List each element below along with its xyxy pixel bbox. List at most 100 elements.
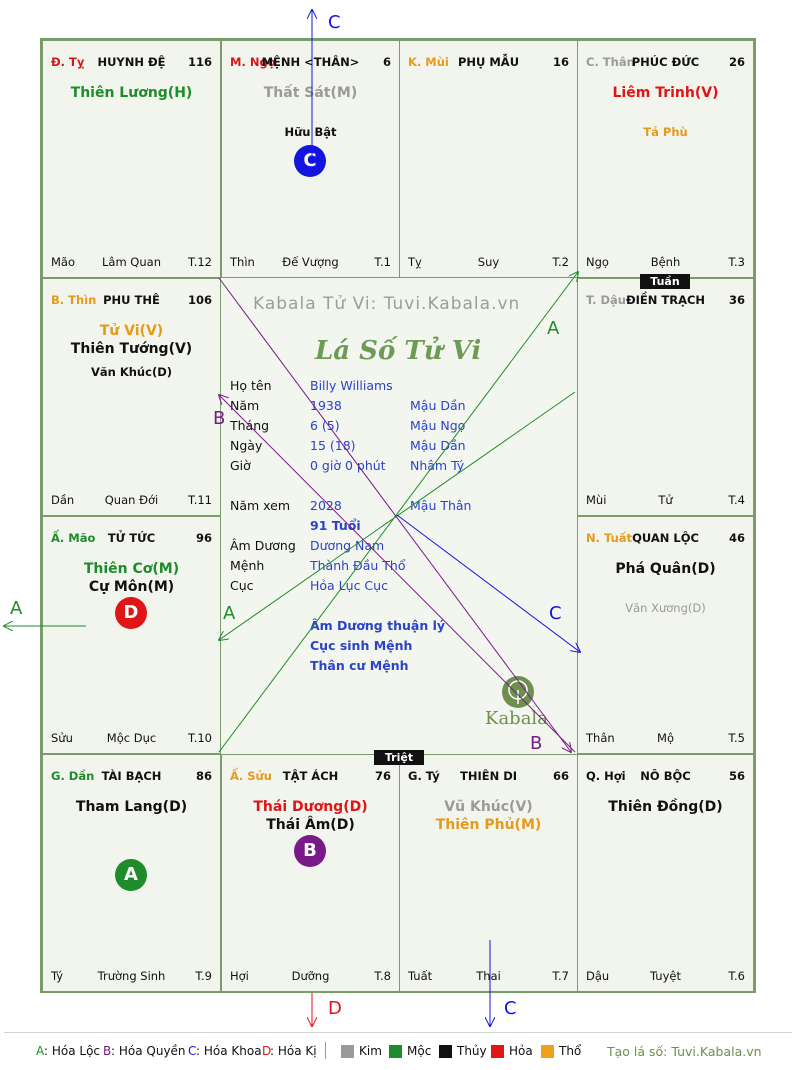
legend-key-d: D [262,1044,272,1058]
palace-branch: Mùi [586,493,607,507]
palace-age: 26 [728,55,745,69]
major-star: Thái Dương(D) [253,799,368,815]
palace-name: MỆNH <THÂN> [261,55,360,69]
kabala-logo-text: Kabala [485,708,548,729]
palace-month: T.1 [374,255,391,269]
palace-age: 76 [374,769,391,783]
palace-stage: Lâm Quan [102,255,161,269]
mutagen-marker-b: B [294,835,326,867]
note-line: Âm Dương thuận lý [310,618,446,633]
legend-text: : Hóa Khoa [196,1044,262,1058]
palace-stage: Mộ [657,731,674,745]
palace-age: 16 [552,55,569,69]
major-star: Tử Vi(V) [99,323,164,339]
info-label: Âm Dương [230,538,296,553]
info-label: Năm [230,398,260,413]
info-label: Tháng [230,418,270,433]
palace-age: 36 [728,293,745,307]
triet-tag: Triệt [374,750,424,765]
minor-star: Tả Phù [643,125,688,139]
info-value: Thành Đầu Thổ [310,558,406,573]
label-line-a-2: A [223,603,236,624]
palace-name: PHU THÊ [103,293,160,307]
palace-can: Ấ. Mão [51,531,96,545]
label-line-a-1: A [547,318,560,339]
label-a-left: A [10,598,23,619]
legend-text: : Hóa Lộc [44,1044,101,1058]
age-value: 91 Tuổi [310,518,361,533]
note-line: Cục sinh Mệnh [310,638,413,653]
palace-month: T.3 [728,255,745,269]
palace-branch: Ngọ [586,255,609,269]
palace-can: N. Tuất [586,531,633,545]
label-line-b-2: B [530,733,543,754]
palace-name: PHÚC ĐỨC [631,55,700,69]
palace-name: ĐIỀN TRẠCH [625,293,706,307]
palace-month: T.7 [552,969,569,983]
major-star: Vũ Khúc(V) [444,799,533,815]
info-value: Billy Williams [310,378,393,393]
palace-month: T.10 [188,731,212,745]
info-value: 15 (18) [310,438,356,453]
kabala-logo-icon [502,676,534,708]
info-extra: Mậu Ngọ [410,418,466,433]
palace-month: T.11 [188,493,212,507]
palace-can: C. Thân [586,55,635,69]
palace-age: 66 [552,769,569,783]
info-value: 6 (5) [310,418,340,433]
credit-link[interactable]: Tạo lá số: Tuvi.Kabala.vn [607,1044,762,1059]
element-label: Mộc [407,1044,432,1058]
label-line-b-1: B [213,408,226,429]
major-star: Thất Sát(M) [263,85,358,101]
info-extra: Mậu Dần [410,398,466,413]
element-swatch [491,1045,504,1058]
palace-branch: Mão [51,255,76,269]
palace-month: T.9 [195,969,212,983]
palace-month: T.6 [728,969,745,983]
palace-age: 46 [728,531,745,545]
palace-age: 116 [187,55,212,69]
legend-separator [325,1042,326,1059]
palace-branch: Tuất [408,969,433,983]
major-star: Thái Âm(D) [266,817,355,833]
info-extra: Mậu Dần [410,438,466,453]
element-swatch [389,1045,402,1058]
note-line: Thân cư Mệnh [310,658,409,673]
palace-name: TẬT ÁCH [282,769,339,783]
info-label: Mệnh [230,558,265,573]
brand-text: Kabala Tử Vi: Tuvi.Kabala.vn [253,294,521,314]
palace-month: T.4 [728,493,745,507]
palace-stage: Dưỡng [291,969,330,983]
element-label: Hỏa [509,1044,533,1058]
palace-branch: Sửu [51,731,73,745]
major-star: Thiên Cơ(M) [83,561,180,577]
info-value: 0 giờ 0 phút [310,458,386,473]
palace-stage: Đế Vượng [282,255,339,269]
label-line-c: C [549,603,562,624]
palace-stage: Tuyệt [650,969,681,983]
